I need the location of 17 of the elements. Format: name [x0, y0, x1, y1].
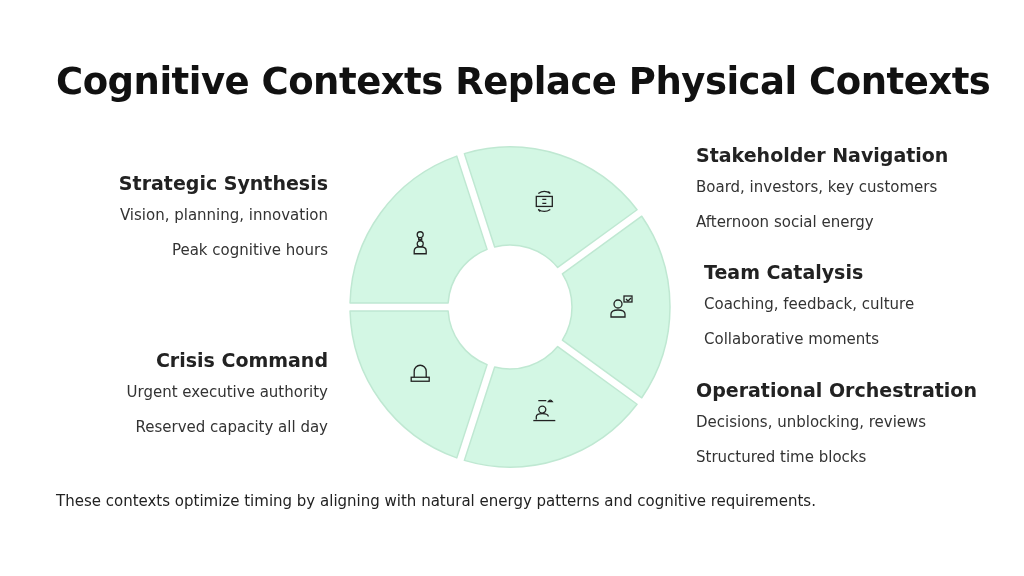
- segment-heading: Team Catalysis: [704, 260, 864, 284]
- segment-description: Board, investors, key customers: [696, 177, 938, 197]
- segment-description: Structured time blocks: [696, 447, 867, 467]
- caption: These contexts optimize timing by aligning with natural energy patterns and cognitive requirements.: [56, 492, 816, 510]
- segment-heading: Strategic Synthesis: [118, 171, 328, 195]
- segment-description: Collaborative moments: [704, 329, 879, 349]
- segment-heading: Stakeholder Navigation: [696, 143, 949, 167]
- segment-description: Vision, planning, innovation: [119, 205, 328, 225]
- segment-description: Reserved capacity all day: [135, 417, 328, 437]
- title: Cognitive Contexts Replace Physical Contexts: [56, 60, 991, 103]
- segment-heading: Operational Orchestration: [696, 378, 977, 402]
- segment-description: Decisions, unblocking, reviews: [696, 412, 927, 432]
- segment-description: Coaching, feedback, culture: [704, 294, 915, 314]
- segment-description: Urgent executive authority: [126, 382, 328, 402]
- segment-description: Peak cognitive hours: [171, 240, 328, 260]
- segment-description: Afternoon social energy: [696, 212, 874, 232]
- segment-heading: Crisis Command: [155, 348, 328, 372]
